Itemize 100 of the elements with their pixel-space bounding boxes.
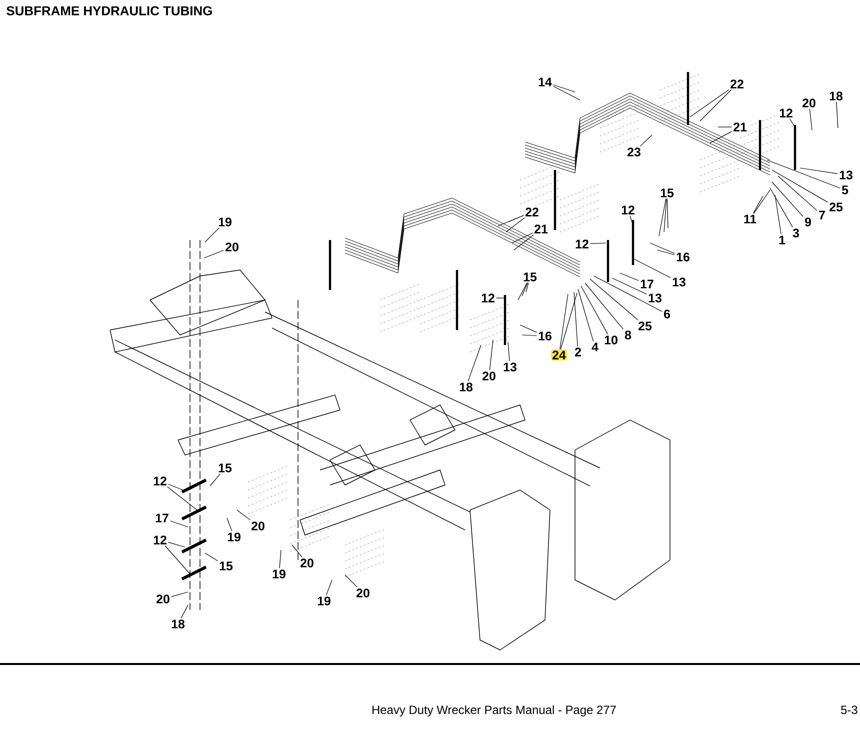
callout-number: 20 <box>480 370 498 382</box>
leader-line <box>666 198 668 228</box>
leader-line <box>506 217 525 232</box>
leader-line <box>326 580 332 596</box>
callout-number: 25 <box>636 320 654 332</box>
callout-number: 12 <box>480 292 496 304</box>
callout-number: 4 <box>590 342 600 352</box>
callout-number: 18 <box>828 90 844 102</box>
leader-line <box>204 250 224 258</box>
callout-number: 12 <box>620 204 636 216</box>
leader-line <box>522 282 528 296</box>
callout-number: 13 <box>646 292 664 304</box>
callout-number: 19 <box>226 531 242 543</box>
leader-line <box>630 215 634 226</box>
leader-line <box>658 198 666 236</box>
callout-number: 15 <box>522 271 538 283</box>
leader-line <box>766 160 840 188</box>
leader-line <box>710 131 732 144</box>
leader-line <box>690 89 730 118</box>
leader-line <box>508 342 510 362</box>
leader-line <box>344 574 358 588</box>
leader-line <box>170 520 188 528</box>
leader-line <box>620 272 639 281</box>
leader-line <box>468 344 482 382</box>
leader-line <box>590 242 606 244</box>
leader-line <box>489 340 494 370</box>
leader-line <box>656 250 675 256</box>
leader-line <box>809 108 812 130</box>
leader-line <box>553 86 580 100</box>
callout-number: 9 <box>803 216 813 228</box>
callout-number: 23 <box>626 146 642 158</box>
leader-line <box>774 194 782 235</box>
leader-line <box>772 170 828 202</box>
callout-number: 10 <box>602 334 620 346</box>
callout-number: 19 <box>316 595 332 607</box>
callout-number: 20 <box>250 520 266 532</box>
leader-line <box>560 294 568 350</box>
callout-number: 12 <box>152 475 168 487</box>
callout-number: 20 <box>154 593 172 605</box>
leader-line <box>800 168 838 174</box>
callout-number: 24 <box>550 349 568 361</box>
callout-number: 13 <box>838 169 854 181</box>
leader-line <box>236 510 251 520</box>
callout-number: 15 <box>216 462 234 474</box>
callout-number: 21 <box>732 121 748 133</box>
title: SUBFRAME HYDRAULIC TUBING <box>6 6 212 16</box>
callout-number: 17 <box>638 278 656 290</box>
callout-number: 19 <box>270 568 288 580</box>
leader-line <box>520 324 537 333</box>
callout-number: 11 <box>742 214 758 224</box>
callout-number: 18 <box>458 381 474 393</box>
callout-number: 6 <box>662 308 672 320</box>
callout-number: 16 <box>536 330 554 342</box>
callout-number: 14 <box>536 76 554 88</box>
leader-line <box>210 473 221 486</box>
leader-line <box>584 282 624 330</box>
leader-line <box>522 334 537 336</box>
leader-line <box>560 292 578 350</box>
callout-number: 20 <box>800 97 818 109</box>
callout-number: 16 <box>674 251 692 263</box>
page-number: 5-3 <box>841 706 858 714</box>
leader-line <box>518 282 528 300</box>
callout-number: 2 <box>573 346 583 358</box>
leader-line <box>590 278 638 320</box>
callout-number: 22 <box>728 78 746 90</box>
leader-line <box>754 190 770 214</box>
leader-line <box>171 592 188 597</box>
leader-line <box>580 286 608 334</box>
leader-line <box>526 282 529 292</box>
leader-line <box>168 484 184 490</box>
leader-line <box>292 544 302 558</box>
leader-line <box>594 276 662 312</box>
leader-line <box>718 126 732 128</box>
callout-number: 20 <box>298 557 316 569</box>
leader-line <box>279 550 282 568</box>
callout-number: 5 <box>840 184 850 196</box>
callout-number: 15 <box>658 187 676 199</box>
leader-line <box>180 604 188 618</box>
callout-number: 20 <box>354 587 372 599</box>
leader-line <box>789 118 796 128</box>
leader-line <box>770 188 793 228</box>
leader-line <box>498 215 524 226</box>
leader-line <box>204 552 218 562</box>
leader-line <box>772 182 804 217</box>
callout-number: 25 <box>828 201 844 213</box>
callout-number: 12 <box>574 238 590 250</box>
footer-text: Heavy Duty Wrecker Parts Manual - Page 277 <box>372 705 616 716</box>
leader-line <box>574 292 578 347</box>
callout-number: 12 <box>778 107 794 119</box>
leader-line <box>514 234 534 250</box>
leader-line <box>836 102 838 128</box>
leader-line <box>778 176 818 211</box>
leader-line <box>168 542 186 548</box>
callout-number: 15 <box>218 560 234 572</box>
callout-number: 13 <box>670 276 688 288</box>
leader-line <box>752 196 764 214</box>
callout-number: 3 <box>791 227 801 239</box>
leader-line <box>650 242 675 254</box>
leader-line <box>553 84 576 92</box>
leader-line <box>700 89 732 122</box>
